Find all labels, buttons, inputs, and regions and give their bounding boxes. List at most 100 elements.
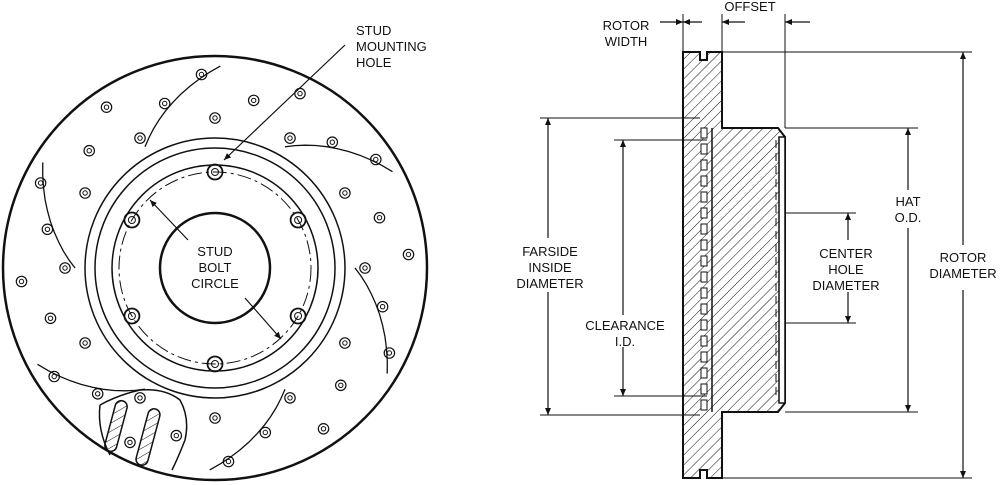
- drilled-hole: [209, 412, 221, 424]
- drilled-hole-inner: [379, 304, 386, 310]
- drilled-hole: [79, 187, 91, 199]
- drilled-hole: [100, 101, 113, 113]
- stud-hole-inner: [294, 312, 303, 320]
- rotor-outer-edge: [1, 54, 429, 482]
- drilled-hole-inner: [162, 100, 168, 107]
- svg-text:DIAMETER: DIAMETER: [516, 276, 583, 291]
- stud-hole: [123, 307, 141, 325]
- drilled-hole-inner: [51, 373, 57, 380]
- vane-slot: [700, 255, 708, 267]
- vane-slot: [700, 175, 708, 187]
- vane-cutaway: [98, 388, 188, 471]
- drilled-hole: [15, 275, 28, 288]
- svg-text:STUD: STUD: [356, 23, 391, 38]
- stud-hole-inner: [211, 360, 219, 368]
- drilled-hole-inner: [137, 135, 143, 141]
- vane-slot: [700, 367, 708, 379]
- drilled-hole: [83, 144, 95, 157]
- drilled-hole-inner: [329, 139, 335, 145]
- vane-slot: [700, 143, 708, 155]
- center-hole-diameter-label: CENTER HOLE DIAMETER: [812, 246, 879, 293]
- center-hole: [158, 211, 272, 325]
- vane-slot: [700, 191, 708, 203]
- rotor-diameter-label: ROTOR DIAMETER: [929, 250, 996, 281]
- drilled-hole: [79, 337, 91, 349]
- drilled-hole: [34, 177, 47, 189]
- stud-bolt-circle-label: STUD BOLT CIRCLE: [191, 244, 239, 291]
- rotor-slot: [42, 162, 76, 269]
- drilled-hole-inner: [18, 278, 25, 285]
- drilled-hole-inner: [62, 265, 68, 271]
- stud-hole-inner: [294, 216, 303, 224]
- rotor-width-label: ROTOR WIDTH: [603, 18, 650, 49]
- drilled-hole-inner: [373, 156, 379, 163]
- vane-slot: [700, 319, 708, 331]
- bolt-circle-dimension-upper: [149, 199, 189, 241]
- hat-outer-edge: [94, 147, 336, 389]
- drilled-hole-inner: [127, 439, 133, 446]
- svg-text:DIAMETER: DIAMETER: [929, 266, 996, 281]
- drilled-hole-inner: [225, 458, 232, 465]
- stud-mounting-hole-label: STUD MOUNTING HOLE: [356, 23, 427, 70]
- vane-slot: [700, 303, 708, 315]
- stud-hole: [206, 355, 224, 373]
- drilled-hole-inner: [251, 97, 257, 104]
- drilled-hole: [339, 337, 351, 349]
- drilled-hole: [59, 262, 71, 274]
- drilled-hole-inner: [86, 148, 92, 154]
- svg-text:FARSIDE: FARSIDE: [522, 244, 578, 259]
- drilled-hole-inner: [198, 71, 205, 78]
- vane-slot: [700, 239, 708, 251]
- drilled-hole-inner: [320, 426, 327, 432]
- vane-slot: [700, 223, 708, 235]
- rotor-slot: [284, 144, 393, 173]
- vane-slot: [700, 271, 708, 283]
- drilled-hole: [339, 187, 351, 199]
- drilled-hole-inner: [386, 350, 393, 356]
- drilled-hole-inner: [262, 429, 268, 436]
- rotor-slot: [37, 363, 146, 392]
- drilled-hole-inner: [405, 251, 412, 258]
- stud-hole: [289, 211, 307, 229]
- svg-text:CENTER: CENTER: [819, 246, 872, 261]
- drilled-hole: [158, 97, 171, 110]
- stud-holes: [123, 163, 307, 373]
- drilled-hole-inner: [103, 104, 110, 110]
- drilled-hole: [195, 68, 208, 81]
- drilled-hole-inner: [287, 395, 293, 401]
- drilled-hole: [326, 136, 339, 148]
- vane-slot: [700, 287, 708, 299]
- braking-surface-inner-edge: [84, 137, 346, 399]
- bolt-circle-dimension-lower: [244, 297, 282, 340]
- drilled-hole: [334, 379, 347, 392]
- drilled-hole-inner: [362, 265, 368, 271]
- drilled-hole-inner: [37, 180, 44, 186]
- stud-hole-leader: [223, 44, 346, 161]
- drilled-hole-inner: [297, 90, 303, 97]
- vane-slot: [700, 127, 708, 139]
- drilled-hole: [284, 132, 296, 144]
- drilled-hole: [376, 300, 389, 313]
- drilled-hole-inner: [173, 432, 180, 439]
- svg-text:O.D.: O.D.: [895, 210, 922, 225]
- drilled-hole: [247, 94, 260, 107]
- drilled-hole: [222, 455, 235, 468]
- drilled-hole-inner: [137, 395, 143, 401]
- drilled-hole: [402, 248, 415, 261]
- vane-slot: [700, 383, 708, 395]
- svg-text:INSIDE: INSIDE: [528, 260, 572, 275]
- drilled-hole: [317, 422, 330, 435]
- drilled-hole: [209, 112, 221, 124]
- drilled-hole-inner: [82, 190, 88, 196]
- side-view: ROTOR WIDTH OFFSET ROTOR DIAMETER HAT O.…: [516, 0, 997, 479]
- vane-slot: [700, 399, 708, 411]
- stud-hole: [123, 211, 141, 229]
- drilled-hole: [44, 312, 57, 325]
- rotor-section: [682, 51, 786, 479]
- drilled-hole: [134, 132, 146, 144]
- offset-label: OFFSET: [724, 0, 775, 14]
- drilled-hole: [369, 153, 382, 166]
- drilled-hole-inner: [287, 135, 293, 141]
- rotor-slot: [209, 388, 286, 471]
